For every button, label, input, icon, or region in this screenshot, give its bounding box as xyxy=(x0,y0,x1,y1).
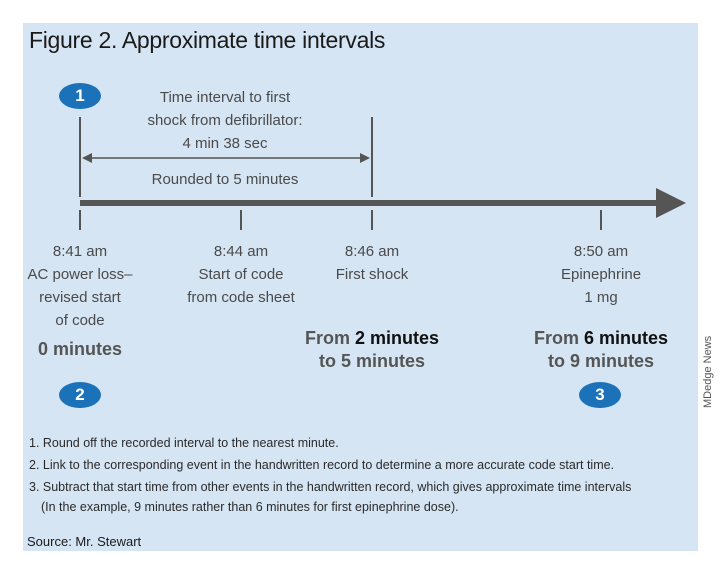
event-846: 8:46 am First shock xyxy=(312,240,432,286)
step-badge-3: 3 xyxy=(579,382,621,408)
event-time: 8:44 am xyxy=(213,243,269,260)
rounded-label: Rounded to 5 minutes xyxy=(151,171,299,188)
event-desc-line: Start of code xyxy=(198,266,284,283)
source-name: Mr. Stewart xyxy=(71,534,142,549)
event-desc-line: revised start xyxy=(39,289,121,306)
result-prefix: From xyxy=(304,328,355,348)
interval-label: Time interval to first shock from defibr… xyxy=(120,86,330,155)
interval-line-1: Time interval to first xyxy=(159,89,291,106)
interval-arrow-left xyxy=(82,153,92,163)
event-desc-line: of code xyxy=(55,312,105,329)
event-time: 8:46 am xyxy=(344,243,400,260)
step-badge-1: 1 xyxy=(59,83,101,109)
result-zero: 0 minutes xyxy=(37,339,123,359)
source-line: Source: Mr. Stewart xyxy=(27,534,141,549)
event-desc-line: 1 mg xyxy=(584,289,618,306)
footnotes: 1. Round off the recorded interval to th… xyxy=(29,433,631,517)
result-value: 6 minutes xyxy=(583,328,669,348)
result-line-1: From 2 minutes xyxy=(282,327,462,350)
event-desc-line: First shock xyxy=(335,266,409,283)
event-desc-line: Epinephrine xyxy=(560,266,642,283)
footnote-3: 3. Subtract that start time from other e… xyxy=(29,480,632,494)
interval-arrow-right xyxy=(360,153,370,163)
result-line-2: to 5 minutes xyxy=(318,351,425,371)
interval-line-3: 4 min 38 sec xyxy=(182,135,268,152)
event-time: 8:41 am xyxy=(52,243,108,260)
source-label: Source: xyxy=(27,534,72,549)
event-time: 8:50 am xyxy=(573,243,629,260)
result-prefix: From xyxy=(533,328,584,348)
event-desc-line: from code sheet xyxy=(187,289,295,306)
result-line-2: to 9 minutes xyxy=(547,351,654,371)
footnote-1: 1. Round off the recorded interval to th… xyxy=(29,436,339,450)
result-line-1: From 6 minutes xyxy=(511,327,691,350)
footnote-3-continued: (In the example, 9 minutes rather than 6… xyxy=(41,500,459,514)
event-desc-line: AC power loss– xyxy=(27,266,133,283)
figure-panel: Figure 2. Approximate time intervals xyxy=(23,23,698,551)
result-epinephrine: From 6 minutes to 9 minutes xyxy=(511,327,691,373)
footnote-2: 2. Link to the corresponding event in th… xyxy=(29,458,615,472)
credit-label: MDedge News xyxy=(702,335,714,408)
event-841: 8:41 am AC power loss– revised start of … xyxy=(20,240,140,332)
result-first-shock: From 2 minutes to 5 minutes xyxy=(282,327,462,373)
event-844: 8:44 am Start of code from code sheet xyxy=(181,240,301,309)
figure-title: Figure 2. Approximate time intervals xyxy=(29,27,386,53)
timeline-arrowhead xyxy=(656,188,686,218)
interval-line-2: shock from defibrillator: xyxy=(147,112,303,129)
event-850: 8:50 am Epinephrine 1 mg xyxy=(541,240,661,309)
result-value: 2 minutes xyxy=(354,328,440,348)
step-badge-2: 2 xyxy=(59,382,101,408)
